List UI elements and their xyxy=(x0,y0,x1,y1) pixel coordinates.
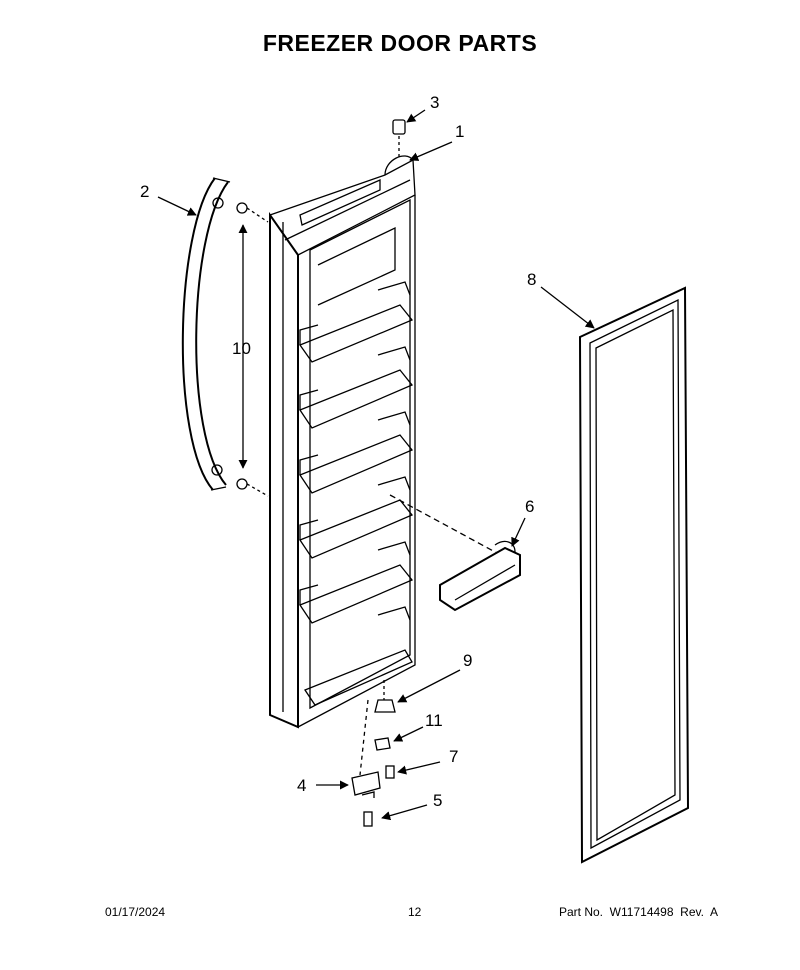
callout-11: 11 xyxy=(425,711,443,730)
callout-8: 8 xyxy=(527,270,536,289)
callout-leaders xyxy=(157,109,595,821)
callout-9: 9 xyxy=(463,651,472,670)
door-liner xyxy=(269,155,416,729)
callout-4: 4 xyxy=(297,776,306,795)
callout-5: 5 xyxy=(433,791,442,810)
footer-page-number: 12 xyxy=(408,905,422,919)
door-shelves xyxy=(298,281,414,706)
callout-10: 10 xyxy=(232,339,251,358)
bottom-hinge-assembly xyxy=(351,680,396,827)
callout-6: 6 xyxy=(525,497,534,516)
hinge-plug xyxy=(392,119,406,160)
handle-studs xyxy=(236,202,269,497)
footer-part-number: Part No. W11714498 Rev. A xyxy=(559,905,718,919)
callout-7: 7 xyxy=(449,747,458,766)
callout-2: 2 xyxy=(140,182,149,201)
callout-3: 3 xyxy=(430,93,439,112)
door-bin xyxy=(389,494,521,612)
page-title: FREEZER DOOR PARTS xyxy=(262,30,538,56)
footer-date: 01/17/2024 xyxy=(105,905,166,919)
callout-1: 1 xyxy=(455,122,464,141)
door-gasket xyxy=(578,286,690,864)
door-handle xyxy=(181,177,231,491)
